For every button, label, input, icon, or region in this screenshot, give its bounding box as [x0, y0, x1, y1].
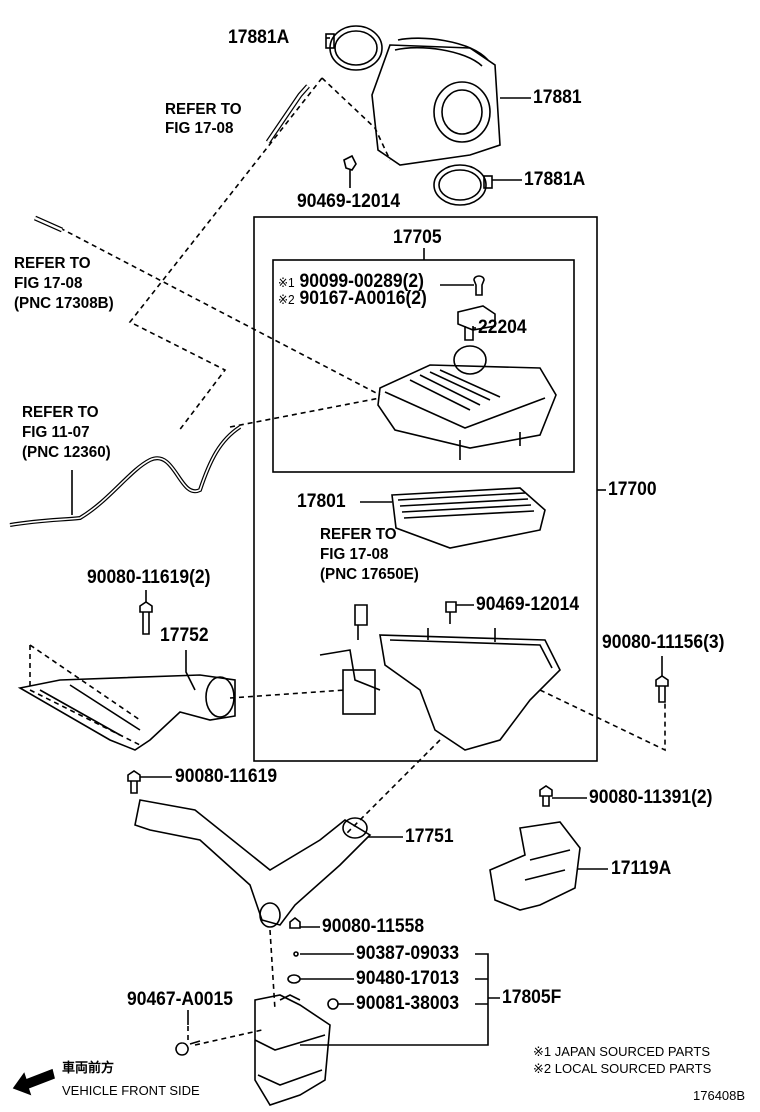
label-cleaner-assy: 17700 [608, 479, 657, 500]
part-90480-drawing [287, 974, 301, 984]
resonator-drawing [254, 994, 331, 1106]
refer-left-mid-line1: REFER TO [22, 404, 99, 421]
cleaner-cap-drawing [377, 345, 557, 460]
refer-center-line3: (PNC 17650E) [320, 566, 419, 583]
refer-left-top-line1: REFER TO [14, 255, 91, 272]
label-clip-lower: 90469-12014 [476, 594, 580, 615]
label-screw-japan: ※1 90099-00289(2) [278, 271, 424, 292]
sensor-22204-drawing [457, 305, 496, 341]
refer-center-line2: FIG 17-08 [320, 546, 389, 563]
refer-hose-top-line1: REFER TO [165, 101, 242, 118]
label-inlet-duct: 17752 [160, 625, 209, 646]
dashed-guides [29, 77, 666, 1046]
air-filter-element-drawing [360, 487, 546, 549]
bolt-right-drawing [655, 675, 669, 703]
part-90081-drawing [327, 998, 339, 1010]
screw-22204-drawing [473, 275, 485, 296]
label-element: 17801 [297, 491, 346, 512]
inlet-lower-drawing [134, 799, 403, 928]
note-local-sourced: ※2 LOCAL SOURCED PARTS [533, 1061, 712, 1076]
label-bolt-upper-left: 90080-11619(2) [87, 567, 211, 588]
part-90387-drawing [293, 951, 299, 957]
clip-upper-drawing [343, 154, 357, 188]
refer-left-top-line2: FIG 17-08 [14, 275, 83, 292]
label-part-90480: 90480-17013 [356, 968, 460, 989]
clamp-bottom-drawing [433, 164, 522, 206]
label-bracket: 17119A [611, 858, 672, 879]
inlet-duct-drawing [17, 650, 236, 751]
hose-17881-drawing [371, 37, 531, 166]
note-japan-sourced: ※1 JAPAN SOURCED PARTS [533, 1044, 711, 1059]
label-part-90081: 90081-38003 [356, 993, 460, 1014]
screw-bottom-drawing [175, 1040, 201, 1056]
label-bolt-right: 90080-11156(3) [602, 632, 725, 653]
bolt-upper-left-drawing [139, 601, 153, 635]
assembly-box-17700 [253, 216, 598, 762]
cleaner-case-drawing [319, 604, 561, 751]
label-resonator: 17805F [502, 987, 562, 1008]
label-clamp-bottom: 17881A [524, 169, 586, 190]
label-sensor: 22204 [478, 317, 527, 338]
label-clip-upper: 90469-12014 [297, 191, 401, 212]
direction-label-en: VEHICLE FRONT SIDE [62, 1083, 200, 1098]
label-cap-sub-assy: 17705 [393, 227, 442, 248]
label-inlet-lower: 17751 [405, 826, 454, 847]
refer-left-mid-line2: FIG 11-07 [22, 424, 90, 441]
label-clamp-top: 17881A [228, 27, 290, 48]
label-hose-inlet: 17881 [533, 87, 582, 108]
label-bolt-lower: 90080-11558 [322, 916, 425, 937]
leader-17805F [300, 953, 500, 1046]
refer-hose-top-line2: FIG 17-08 [165, 120, 234, 137]
clip-lower-drawing [445, 601, 457, 624]
bolt-lower-drawing [289, 916, 301, 929]
direction-label-jp: 車両前方 [62, 1060, 115, 1075]
label-part-90387: 90387-09033 [356, 943, 460, 964]
refer-left-mid-line3: (PNC 12360) [22, 444, 111, 461]
refer-left-top-line3: (PNC 17308B) [14, 295, 114, 312]
bolt-mid-left-drawing [127, 770, 141, 794]
bracket-drawing [489, 785, 608, 911]
diagram-id: 176408B [693, 1088, 746, 1103]
vehicle-front-arrow-icon [12, 1068, 55, 1096]
label-bolt-mid-left: 90080-11619 [175, 766, 278, 787]
label-screw-local: ※2 90167-A0016(2) [278, 288, 427, 309]
label-screw-bottom: 90467-A0015 [127, 989, 233, 1010]
label-bolt-bracket: 90080-11391(2) [589, 787, 713, 808]
refer-center-line1: REFER TO [320, 526, 397, 543]
clamp-top-drawing [325, 25, 383, 71]
